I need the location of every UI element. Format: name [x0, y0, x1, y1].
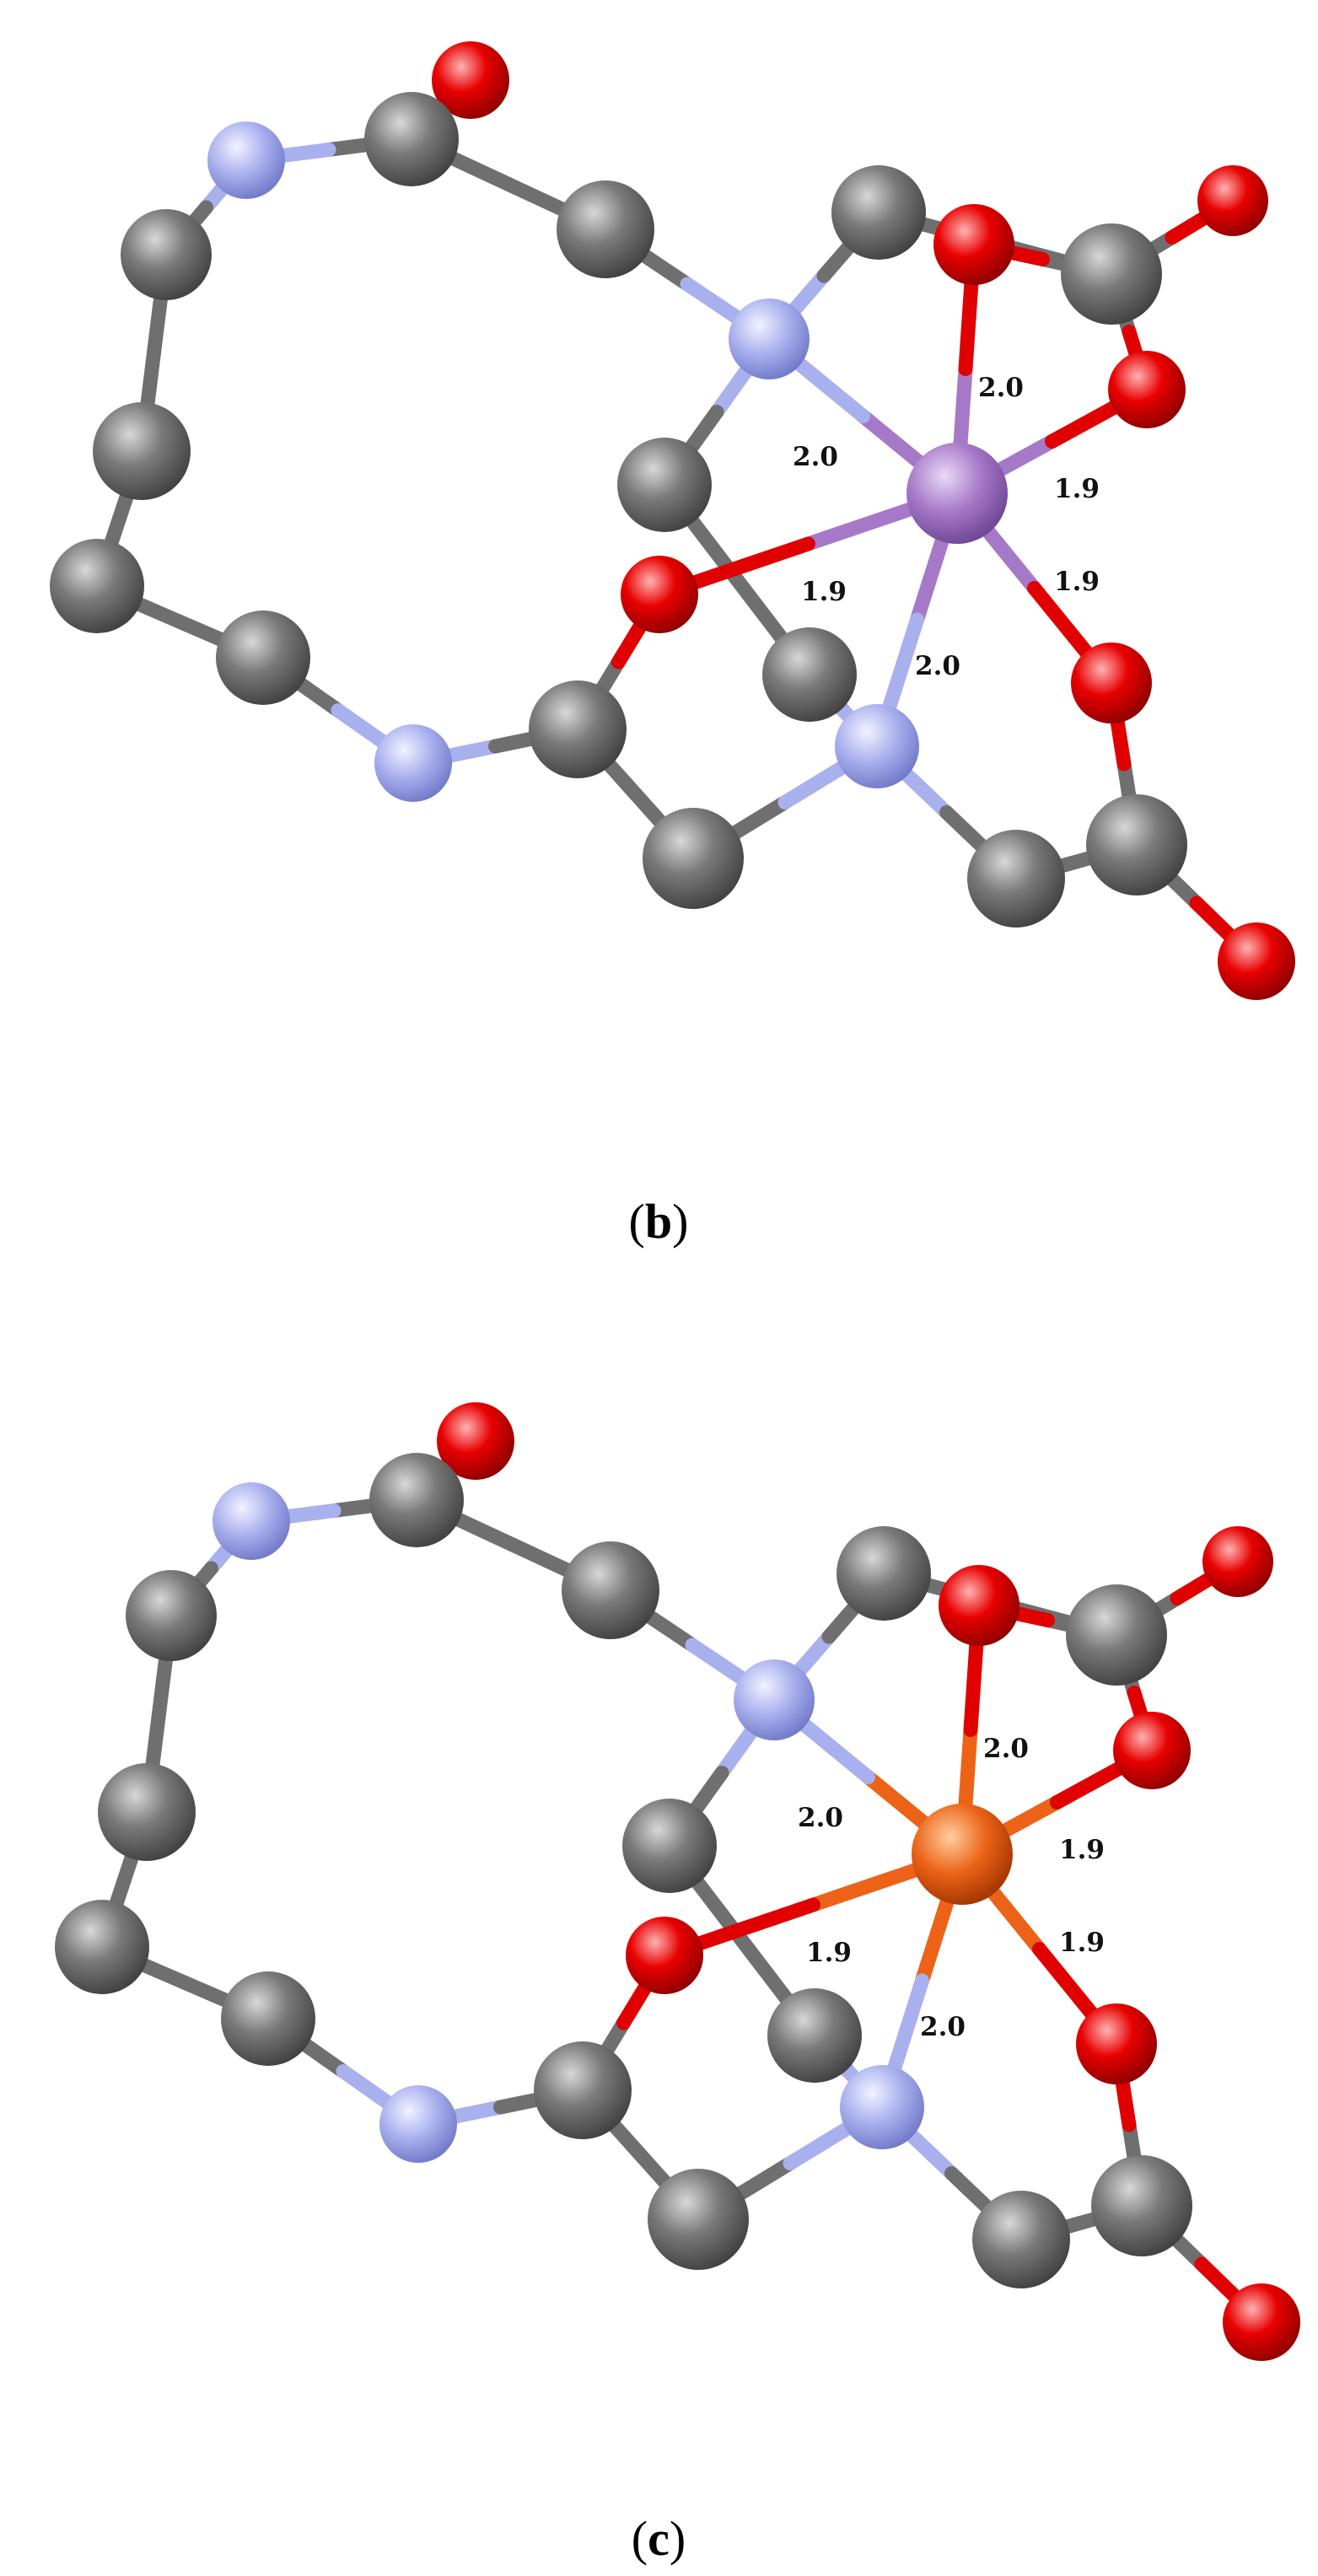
panel-c-structure: 2.0 2.0 1.9 1.9 1.9 2.0	[55, 1402, 1300, 2361]
carbon-atom	[126, 1570, 217, 1661]
atoms	[50, 41, 1295, 1000]
bond-length-label: 1.9	[806, 1938, 852, 1968]
carbon-atom	[837, 1526, 931, 1621]
carbon-atom	[622, 1799, 717, 1893]
carbon-atom	[55, 1900, 149, 1994]
oxygen-atom	[939, 1565, 1019, 1646]
carbon-atom	[364, 92, 459, 186]
bond-length-label: 2.0	[983, 1734, 1029, 1764]
bond-length-label: 2.0	[915, 651, 960, 681]
panel-b-caption: (b)	[629, 1194, 689, 1249]
bond-length-label: 1.9	[1059, 1928, 1105, 1958]
carbon-atom	[762, 627, 857, 722]
carbon-atom	[1066, 1584, 1167, 1686]
carbon-atom	[216, 610, 310, 705]
bond-length-label: 2.0	[978, 373, 1024, 403]
nitrogen-atom	[379, 2085, 457, 2163]
atoms	[55, 1402, 1300, 2361]
bond-length-label: 2.0	[798, 1803, 843, 1833]
carbon-atom	[1091, 2155, 1192, 2256]
oxygen-atom	[1223, 2283, 1300, 2361]
bond-length-label: 2.0	[920, 2012, 966, 2042]
carbon-atom	[643, 808, 744, 909]
bond-length-label: 1.9	[1054, 474, 1100, 504]
panel-b-structure: 2.0 2.0 1.9 1.9 1.9 2.0	[50, 41, 1295, 1000]
metal-atom	[906, 443, 1008, 544]
carbon-atom	[369, 1453, 464, 1547]
carbon-atom	[557, 180, 654, 278]
panel-c-caption: (c)	[632, 2511, 686, 2566]
bond-length-labels: 2.0 2.0 1.9 1.9 1.9 2.0	[793, 373, 1100, 681]
carbon-atom	[767, 1988, 862, 2083]
nitrogen-atom	[729, 298, 810, 379]
carbon-atom	[221, 1971, 315, 2066]
bond-length-label: 1.9	[801, 577, 847, 607]
bond-length-label: 1.9	[1059, 1835, 1105, 1865]
nitrogen-atom	[734, 1659, 815, 1740]
oxygen-atom	[933, 204, 1014, 285]
oxygen-atom	[1113, 1712, 1191, 1789]
metal-atom	[912, 1804, 1013, 1905]
carbon-atom	[98, 1763, 196, 1861]
oxygen-atom	[1071, 643, 1152, 723]
oxygen-atom	[1108, 351, 1186, 428]
oxygen-atom	[1218, 922, 1295, 1000]
nitrogen-atom	[207, 121, 285, 199]
carbon-atom	[1086, 794, 1187, 895]
oxygen-atom	[1076, 2003, 1157, 2084]
carbon-atom	[1061, 223, 1162, 325]
oxygen-atom	[1197, 165, 1268, 236]
carbon-atom	[93, 402, 191, 500]
bond-length-labels: 2.0 2.0 1.9 1.9 1.9 2.0	[798, 1734, 1105, 2042]
oxygen-atom	[437, 1402, 514, 1480]
carbon-atom	[121, 209, 212, 300]
nitrogen-atom	[835, 704, 919, 788]
nitrogen-atom	[212, 1482, 290, 1560]
carbon-atom	[831, 165, 926, 260]
oxygen-atom	[626, 1917, 703, 1994]
nitrogen-atom	[374, 724, 452, 802]
carbon-atom	[972, 2191, 1070, 2288]
carbon-atom	[529, 680, 627, 778]
oxygen-atom	[621, 556, 698, 633]
carbon-atom	[648, 2169, 749, 2270]
nitrogen-atom	[840, 2065, 924, 2149]
oxygen-atom	[432, 41, 509, 119]
bond-length-label: 1.9	[1054, 567, 1100, 597]
carbon-atom	[50, 539, 144, 633]
carbon-atom	[617, 438, 712, 532]
bond-length-label: 2.0	[793, 442, 838, 472]
carbon-atom	[967, 830, 1065, 928]
carbon-atom	[534, 2041, 632, 2139]
oxygen-atom	[1202, 1526, 1273, 1597]
carbon-atom	[562, 1541, 659, 1639]
